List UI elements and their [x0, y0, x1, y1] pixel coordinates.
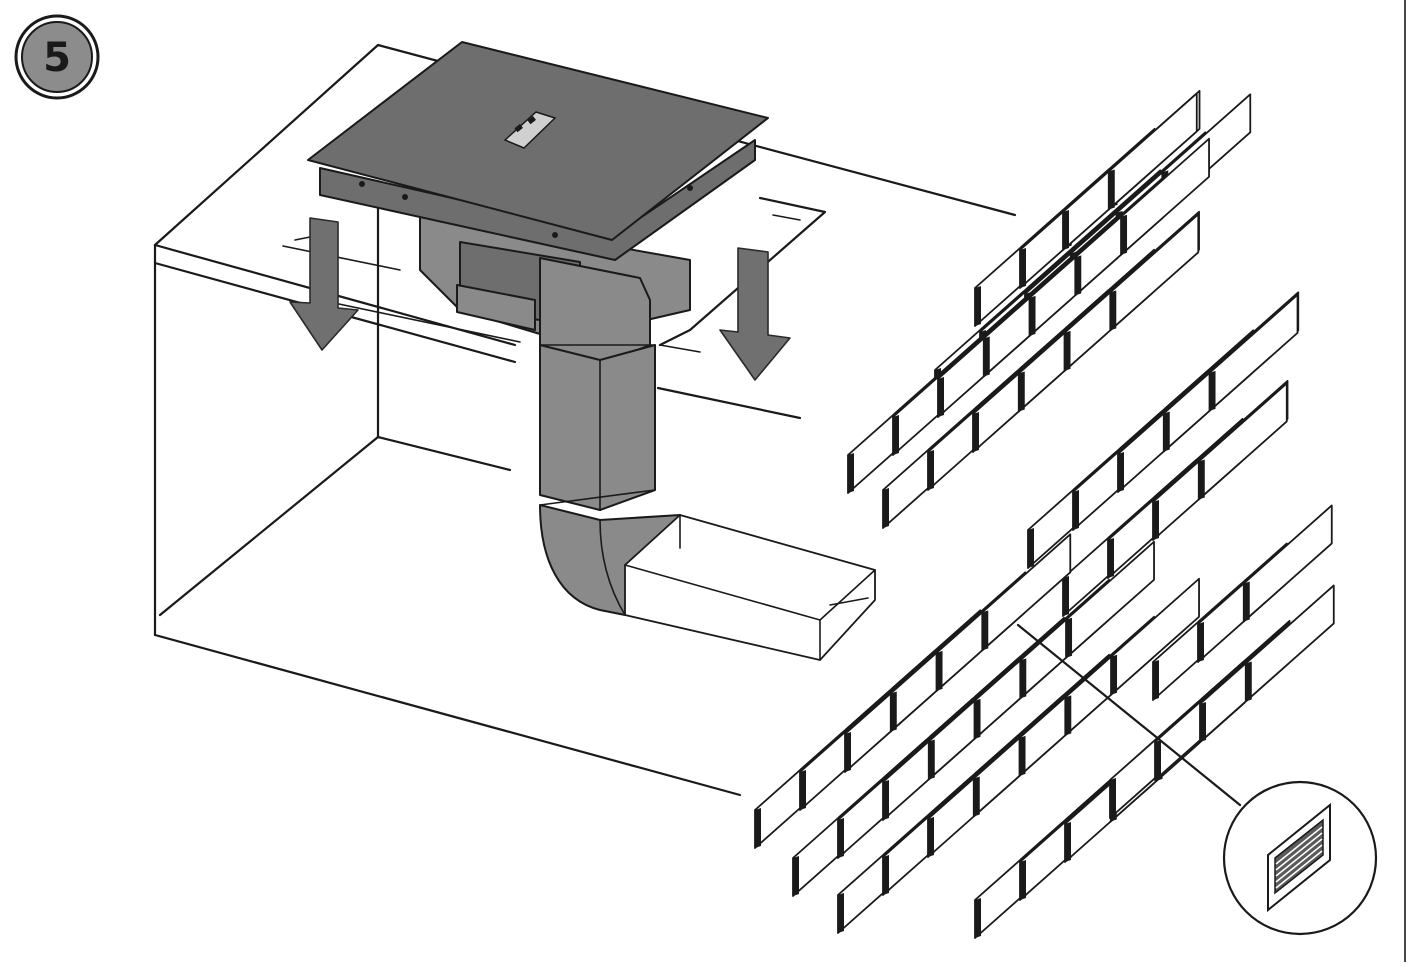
- brick: [1110, 577, 1200, 696]
- brick: [1197, 382, 1288, 501]
- step-badge: 5: [14, 14, 100, 100]
- arrow-left: [289, 217, 359, 351]
- brick: [1109, 213, 1200, 332]
- brick: [1242, 504, 1333, 623]
- step-number: 5: [43, 35, 71, 81]
- duct: [539, 257, 876, 661]
- brick: [1120, 137, 1210, 256]
- brick-wall: [754, 89, 1335, 939]
- brick: [1065, 540, 1155, 659]
- hob-controls: [503, 111, 557, 149]
- arrow-right: [719, 247, 791, 381]
- brick: [1208, 293, 1299, 412]
- callout-leader: [1016, 623, 1242, 807]
- hob-glass: [307, 41, 769, 241]
- wall-grille-icon: [1267, 802, 1331, 913]
- brick: [1107, 92, 1198, 211]
- brick: [981, 533, 1072, 652]
- wall-grille-callout: [1222, 780, 1378, 936]
- brick: [1244, 584, 1335, 703]
